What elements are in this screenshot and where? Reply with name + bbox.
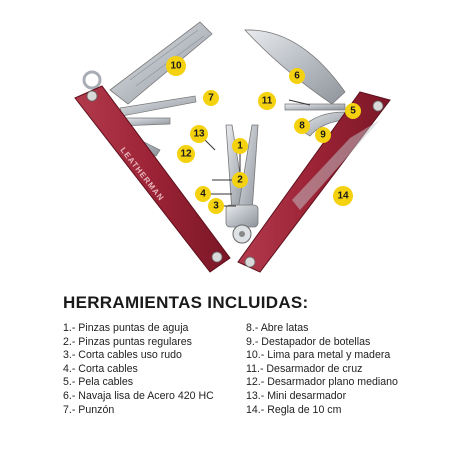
svg-text:10: 10	[170, 61, 182, 72]
svg-text:3: 3	[213, 201, 219, 212]
badge-4: 4	[195, 186, 211, 202]
tool-item: 13.- Mini desarmador	[246, 389, 347, 402]
badge-11: 11	[258, 92, 276, 110]
svg-text:2: 2	[237, 175, 243, 186]
right-handle	[237, 91, 391, 273]
tool-item: 10.- Lima para metal y madera	[246, 349, 391, 362]
badge-13: 13	[190, 125, 208, 143]
badge-14: 14	[333, 186, 353, 206]
left-handle: LEATHERMAN	[74, 85, 231, 273]
svg-text:8: 8	[299, 121, 305, 132]
tool-item: 7.- Punzón	[63, 403, 115, 416]
svg-text:1: 1	[237, 141, 243, 152]
multitool-illustration: LEATHERMAN 1 2 3 4 5 6 7 8 9 10	[74, 21, 391, 273]
tool-item: 12.- Desarmador plano mediano	[246, 376, 398, 389]
tool-item: 2.- Pinzas puntas regulares	[63, 335, 192, 348]
svg-text:7: 7	[208, 93, 214, 104]
tools-heading: HERRAMIENTAS INCLUIDAS:	[63, 293, 309, 312]
badge-9: 9	[315, 127, 331, 143]
svg-text:5: 5	[350, 106, 356, 117]
svg-text:14: 14	[337, 191, 349, 202]
tool-item: 14.- Regla de 10 cm	[246, 403, 342, 416]
file-tool	[109, 21, 213, 105]
badge-1: 1	[232, 138, 248, 154]
tool-item: 9.- Destapador de botellas	[246, 335, 371, 348]
key-ring	[82, 70, 102, 90]
badge-10: 10	[166, 56, 186, 76]
svg-text:6: 6	[294, 71, 300, 82]
tool-item: 4.- Corta cables	[63, 362, 138, 375]
tool-item: 5.- Pela cables	[63, 376, 134, 389]
badge-8: 8	[294, 118, 310, 134]
badge-5: 5	[345, 103, 361, 119]
tool-item: 8.- Abre latas	[246, 322, 309, 334]
tool-item: 1.- Pinzas puntas de aguja	[63, 322, 189, 334]
badge-6: 6	[289, 68, 305, 84]
svg-text:11: 11	[262, 96, 273, 107]
tool-list-right: 8.- Abre latas 9.- Destapador de botella…	[246, 322, 398, 417]
right-small-tools	[284, 103, 346, 137]
tool-item: 3.- Corta cables uso rudo	[63, 349, 182, 362]
tool-item: 11.- Desarmador de cruz	[246, 362, 363, 375]
tool-item: 6.- Navaja lisa de Acero 420 HC	[63, 389, 214, 402]
svg-text:12: 12	[180, 149, 192, 160]
svg-text:9: 9	[320, 130, 326, 141]
badge-7: 7	[203, 90, 219, 106]
svg-text:4: 4	[200, 189, 206, 200]
badge-3: 3	[208, 198, 224, 214]
tool-list-left: 1.- Pinzas puntas de aguja 2.- Pinzas pu…	[63, 322, 214, 417]
badge-12: 12	[177, 145, 195, 163]
knife-blade	[244, 29, 346, 105]
badge-2: 2	[232, 172, 248, 188]
pliers	[225, 124, 259, 244]
svg-text:13: 13	[193, 129, 205, 140]
